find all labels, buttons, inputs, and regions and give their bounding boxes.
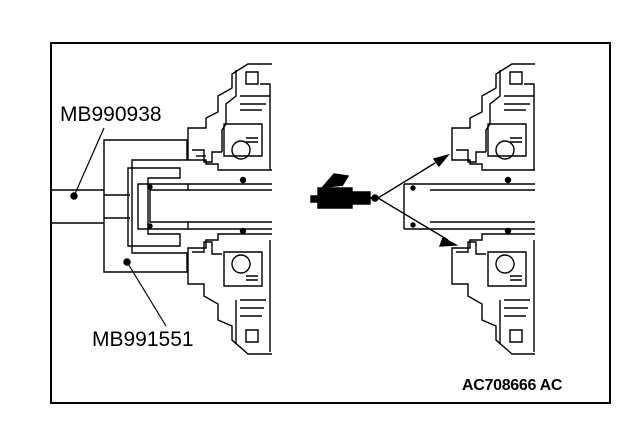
arrow-icon [377, 153, 459, 247]
tool-label-mb991551: MB991551 [92, 328, 194, 351]
installer-tool-outline [103, 139, 188, 273]
right-assembly [403, 63, 535, 355]
leader-line-bottom [126, 261, 167, 327]
tool-label-mb990938: MB990938 [60, 103, 162, 126]
left-assembly [52, 63, 272, 355]
grease-gun-icon [310, 173, 379, 209]
figure-code: AC708666 AC [462, 377, 563, 394]
diagram-frame [50, 42, 611, 404]
leader-line-top [73, 127, 105, 197]
